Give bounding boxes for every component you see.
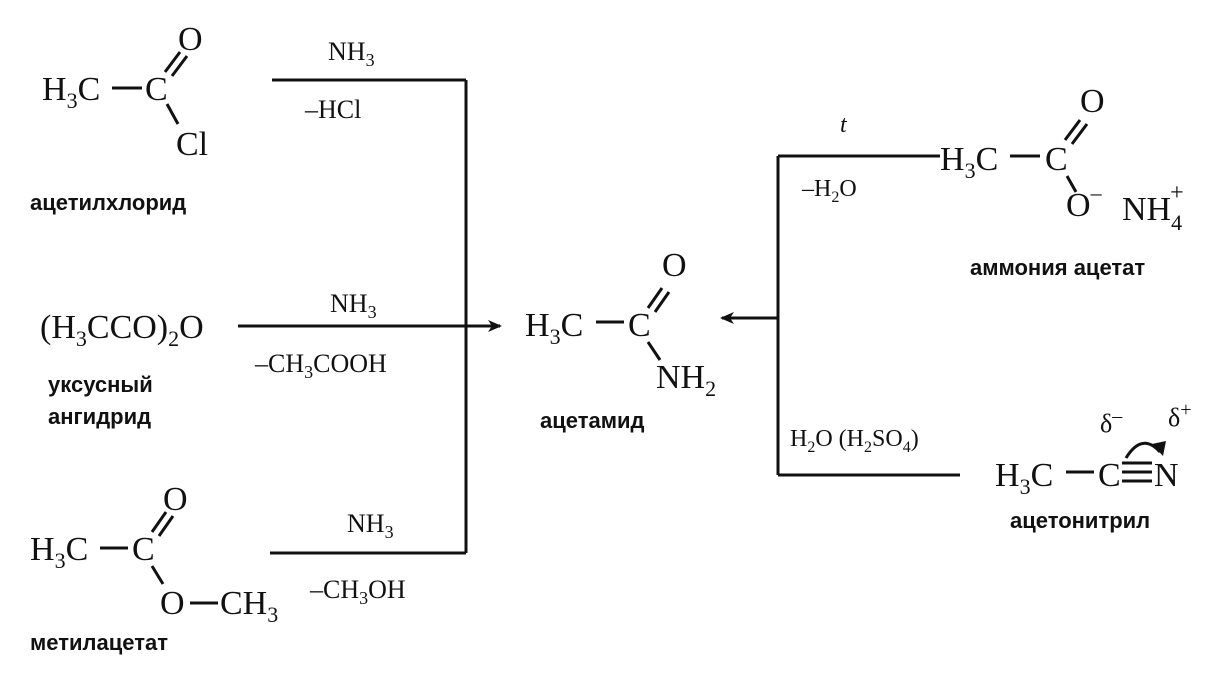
acetamide-o: O <box>662 247 687 284</box>
methyl-acetate-structure: H3C C O O CH3 <box>30 481 278 627</box>
acetyl-chloride-cl: Cl <box>176 126 208 163</box>
acetonitrile-name: ацетонитрил <box>1010 508 1150 533</box>
acetamide-h3c: H3C <box>525 307 583 349</box>
bond-c-n <box>646 341 662 361</box>
acetyl-chloride-o: O <box>178 21 203 58</box>
acetonitrile-h3c: H3C <box>995 457 1053 499</box>
condition-temperature: t <box>840 112 848 138</box>
bond-c-o-double-1 <box>150 511 168 533</box>
bond-c-o-double-2 <box>1070 123 1089 145</box>
delta-plus-label: δ+ <box>1168 399 1192 432</box>
acetic-anhydride-formula: (H3CCO)2O <box>40 309 204 351</box>
acetamide-name: ацетамид <box>540 408 645 433</box>
acetyl-chloride-c: C <box>145 71 168 108</box>
reagent-water-acid: H2O (H2SO4) <box>790 426 919 456</box>
acetic-anhydride-name-1: уксусный <box>48 372 153 397</box>
methyl-acetate-h3c: H3C <box>30 531 88 573</box>
bond-c-o-double-1 <box>1063 119 1082 141</box>
acetyl-chloride-structure: H3C C O Cl <box>42 21 208 163</box>
reagent-nh3-2: NH3 <box>330 289 377 322</box>
reagent-nh3-1: NH3 <box>328 37 375 70</box>
acetonitrile-c: C <box>1098 457 1121 494</box>
acetamide-structure: H3C C O NH2 <box>525 247 716 401</box>
bond-c-o-single <box>150 565 165 585</box>
methyl-acetate-name: метилацетат <box>30 630 168 655</box>
bond-c-o-double-1 <box>163 51 182 73</box>
methyl-acetate-o-top: O <box>163 481 188 518</box>
bond-c-o-double-2 <box>157 515 175 537</box>
acetyl-chloride-h3c: H3C <box>42 71 100 113</box>
acetonitrile-structure: H3C C N δ– δ+ <box>995 399 1192 499</box>
bond-c-o-double-2 <box>170 55 189 77</box>
reagent-nh3-3: NH3 <box>347 509 394 542</box>
electron-shift-arrowhead <box>1152 441 1166 456</box>
ammonium-acetate-h3c: H3C <box>940 141 998 183</box>
ammonium-acetate-structure: H3C C O O– NH4+ <box>940 83 1184 235</box>
bond-c-cl <box>165 103 180 125</box>
acetyl-chloride-name: ацетилхлорид <box>30 190 186 215</box>
acetonitrile-n: N <box>1154 457 1179 494</box>
ammonium-acetate-o: O <box>1080 83 1105 120</box>
delta-minus-label: δ– <box>1100 405 1123 438</box>
byproduct-methanol: –CH3OH <box>309 575 406 608</box>
ammonium-acetate-nh4: NH4+ <box>1122 180 1184 235</box>
acetamide-c: C <box>628 307 651 344</box>
byproduct-acetic-acid: –CH3COOH <box>254 349 387 382</box>
methyl-acetate-o-ester: O <box>160 585 185 622</box>
bond-c-o-single <box>1065 175 1078 193</box>
acetamide-nh2: NH2 <box>656 359 716 401</box>
byproduct-hcl: –HCl <box>304 95 361 124</box>
acetic-anhydride-name-2: ангидрид <box>48 404 151 429</box>
ammonium-acetate-o-minus: O– <box>1066 180 1103 224</box>
byproduct-water: –H2O <box>801 176 857 206</box>
ammonium-acetate-name: аммония ацетат <box>970 255 1145 280</box>
ammonium-acetate-c: C <box>1045 141 1068 178</box>
methyl-acetate-ch3: CH3 <box>220 585 278 627</box>
methyl-acetate-c: C <box>132 531 155 568</box>
bond-c-o-double-1 <box>646 287 664 309</box>
bond-c-o-double-2 <box>653 291 671 313</box>
